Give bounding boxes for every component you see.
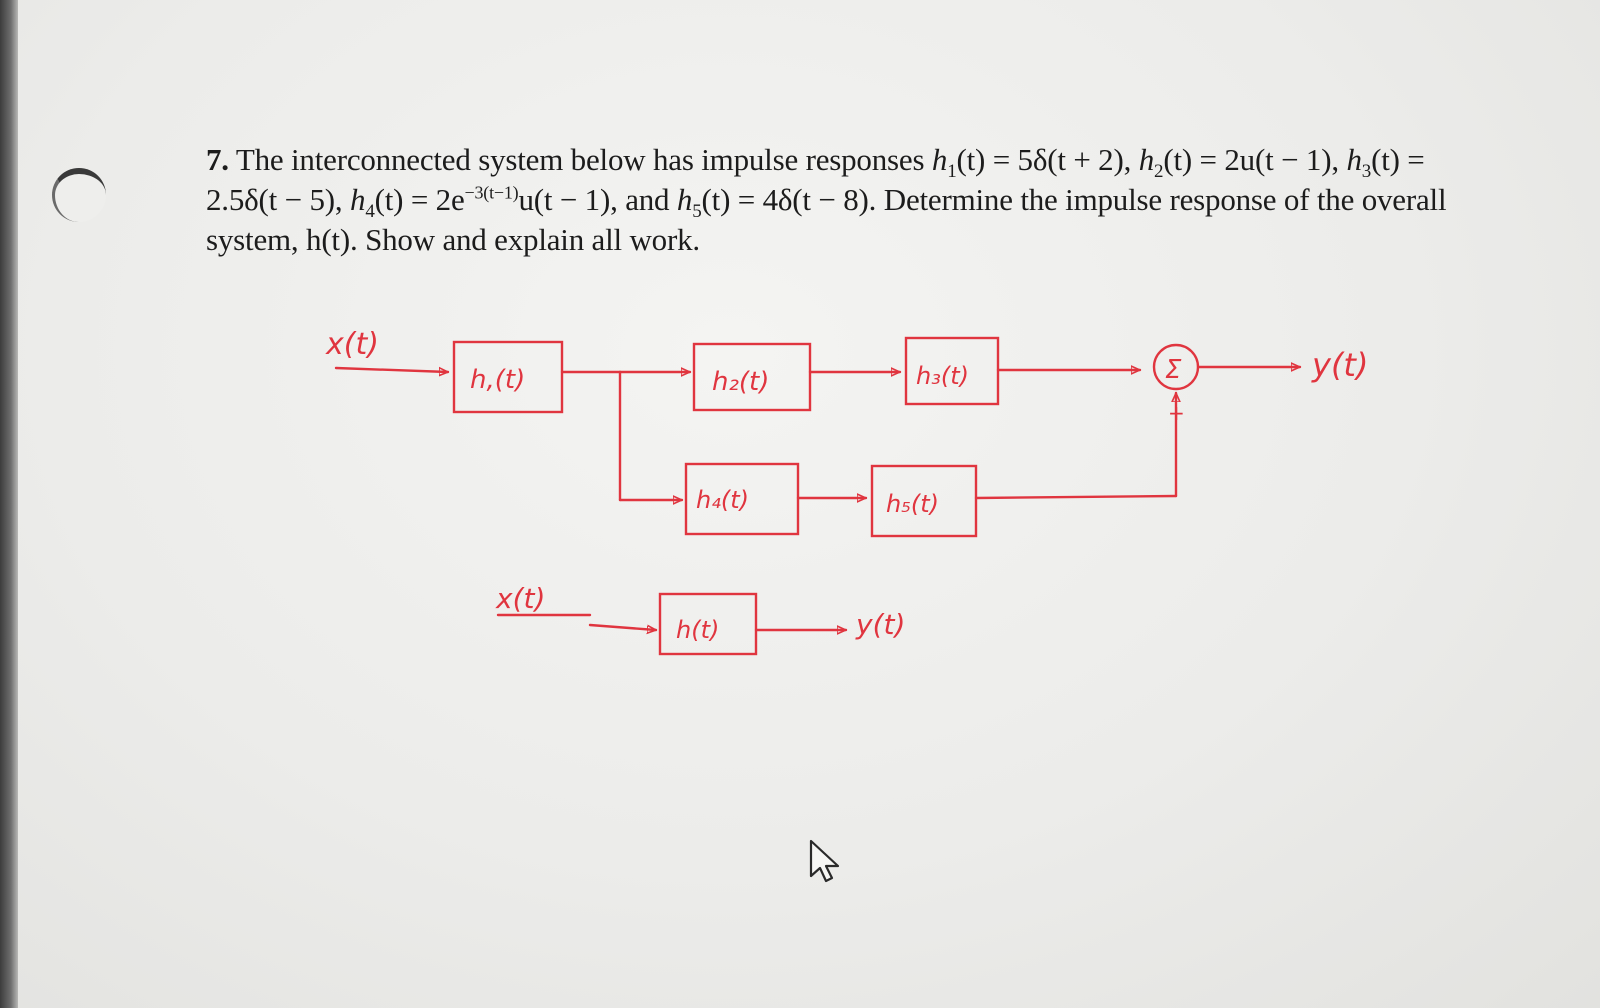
output-label: y(t) — [1311, 346, 1368, 384]
h2-block — [692, 342, 812, 412]
h3-sub: 3 — [1361, 161, 1372, 183]
summer-sign: + — [1168, 401, 1185, 425]
h3-expr: (t) = 2.5δ(t − 5), — [206, 142, 1425, 217]
h5-name: h — [676, 182, 693, 217]
h3-label: h₃(t) — [916, 362, 969, 390]
wire-h5-out — [974, 494, 1178, 500]
h5-expr: (t) = 4δ(t − 8). — [701, 182, 877, 217]
h1-label: h,(t) — [470, 365, 525, 395]
h4-name: h — [350, 182, 366, 217]
problem-closing: Determine the impulse response of the ov… — [206, 182, 1447, 257]
eq-h-block — [658, 592, 758, 656]
h3-name: h — [1346, 142, 1362, 177]
h1-sub: 1 — [947, 161, 957, 183]
eq-input-wire — [588, 623, 656, 630]
h1-expr: (t) = 5δ(t + 2), — [956, 142, 1132, 177]
h1-name: h — [931, 142, 948, 177]
binder-hole — [52, 168, 106, 222]
h5-label: h₅(t) — [886, 490, 939, 518]
h2-name: h — [1138, 142, 1155, 177]
summer-symbol: Σ — [1165, 355, 1182, 385]
problem-intro: The interconnected system below has impu… — [235, 142, 925, 177]
input-wire — [334, 368, 450, 372]
h2-label: h₂(t) — [712, 367, 769, 397]
desk-edge — [0, 0, 18, 1008]
input-label: x(t) — [325, 327, 379, 362]
h4-exponent: −3(t−1) — [464, 182, 519, 203]
worksheet-paper — [18, 0, 1600, 1008]
problem-statement: 7. The interconnected system below has i… — [206, 140, 1476, 260]
h4-expr-pre: (t) = 2e — [374, 182, 465, 217]
mouse-pointer-icon — [809, 839, 840, 883]
problem-number: 7. — [206, 142, 229, 177]
h5-block — [870, 464, 978, 538]
eq-output-label: y(t) — [855, 608, 905, 641]
h2-sub: 2 — [1154, 161, 1164, 183]
h4-expr-post: u(t − 1), and — [518, 182, 670, 217]
h5-sub: 5 — [692, 201, 702, 223]
h2-expr: (t) = 2u(t − 1), — [1163, 142, 1339, 177]
h4-sub: 4 — [365, 201, 375, 223]
h1-block — [452, 340, 564, 414]
eq-input-label: x(t) — [495, 582, 545, 615]
h4-label: h₄(t) — [696, 486, 749, 514]
eq-h-label: h(t) — [676, 616, 719, 644]
